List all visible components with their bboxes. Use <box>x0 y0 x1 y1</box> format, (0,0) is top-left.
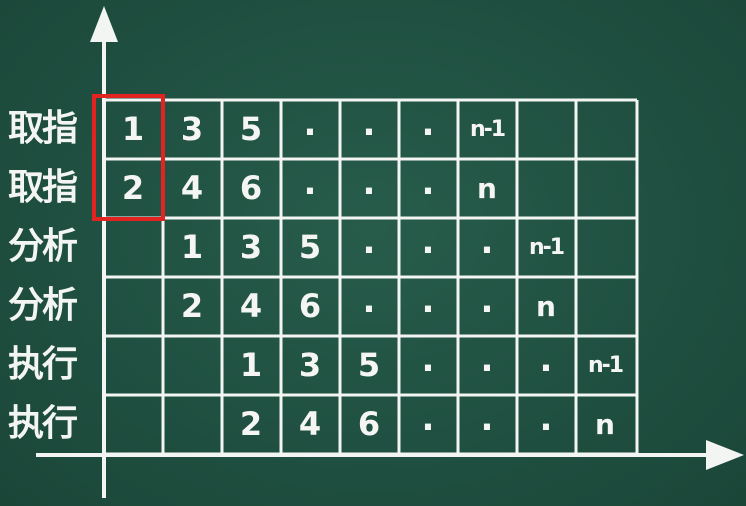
grid-cell: . <box>362 222 376 262</box>
grid-cell: . <box>539 399 553 439</box>
grid-cell: . <box>421 222 435 262</box>
row-label: 执行 <box>8 344 78 385</box>
highlight-box <box>92 94 165 221</box>
y-axis-arrow <box>90 6 118 42</box>
grid-cell: . <box>362 104 376 144</box>
grid-cell: n-1 <box>469 116 506 142</box>
x-axis-arrow <box>706 440 744 470</box>
grid-cell: 2 <box>180 287 204 325</box>
grid-cell: 4 <box>298 405 322 443</box>
grid-cell: n-1 <box>587 352 624 378</box>
grid-cell: 4 <box>239 287 263 325</box>
grid-cell: . <box>421 340 435 380</box>
grid-cell: 6 <box>239 169 263 207</box>
grid-cell: . <box>362 163 376 203</box>
row-label: 分析 <box>8 285 78 326</box>
grid-cell: . <box>480 399 494 439</box>
grid-cell: 3 <box>180 110 204 148</box>
grid-cell: 2 <box>239 405 263 443</box>
grid-cell: 1 <box>180 228 204 266</box>
grid-cell: 3 <box>298 346 322 384</box>
grid-cell: . <box>421 163 435 203</box>
grid-cell: . <box>539 340 553 380</box>
grid-cell: 6 <box>298 287 322 325</box>
grid-cell: 1 <box>239 346 263 384</box>
grid-cell: 3 <box>239 228 263 266</box>
row-label: 取指 <box>8 167 78 208</box>
grid-cell: . <box>362 281 376 321</box>
row-label: 执行 <box>8 403 78 444</box>
grid-cell: 6 <box>357 405 381 443</box>
grid-cell: 5 <box>298 228 322 266</box>
grid-cell: . <box>303 163 317 203</box>
grid-cell: 1 <box>121 110 145 148</box>
row-label: 取指 <box>8 108 78 149</box>
grid-cell: n <box>477 171 497 205</box>
row-label: 分析 <box>8 226 78 267</box>
grid-cell: n <box>595 407 615 441</box>
grid-cell: n <box>536 289 556 323</box>
grid-cell: 2 <box>121 169 145 207</box>
grid-cell: 5 <box>357 346 381 384</box>
grid-cell: n-1 <box>528 234 565 260</box>
grid-cell: . <box>480 340 494 380</box>
grid-cell: . <box>421 281 435 321</box>
grid-cell: 5 <box>239 110 263 148</box>
grid-cell: . <box>480 281 494 321</box>
grid-cell: . <box>303 104 317 144</box>
grid-cell: . <box>421 104 435 144</box>
grid-cell: . <box>480 222 494 262</box>
grid-cell: . <box>421 399 435 439</box>
grid-cell: 4 <box>180 169 204 207</box>
